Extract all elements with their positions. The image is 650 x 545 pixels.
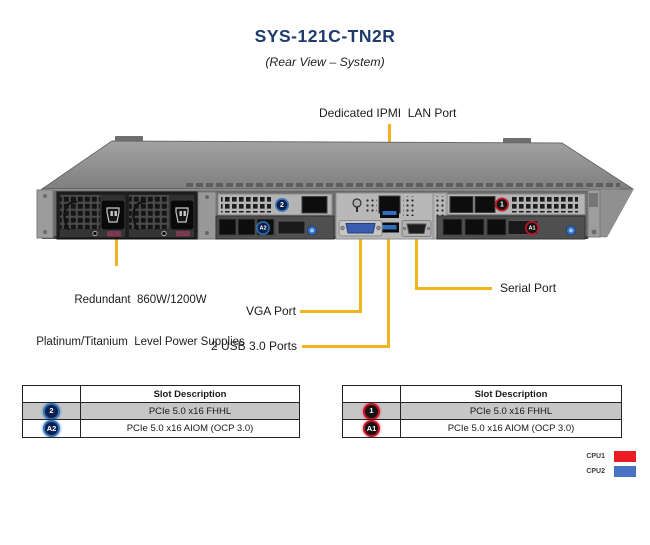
aiom-slot-a1 xyxy=(436,215,586,240)
vga-leader-line-h xyxy=(300,310,362,313)
badge-slot-2: 2 xyxy=(45,404,58,418)
callout-power-supplies-line2: Platinum/Titanium Level Power Supplies xyxy=(36,336,245,348)
callout-serial-port: Serial Port xyxy=(500,281,557,295)
motherboard-io-plate xyxy=(335,192,434,240)
cpu2-color-swatch xyxy=(614,466,636,477)
psu-leader-line xyxy=(115,237,118,266)
callout-power-supplies-line1: Redundant 860W/1200W xyxy=(74,294,207,306)
usb-leader-line-h xyxy=(302,345,390,348)
legend-item-cpu1: CPU1 xyxy=(563,449,636,464)
aiom-slot-a2 xyxy=(215,215,335,240)
divider-bracket xyxy=(197,191,217,240)
svg-text:A1: A1 xyxy=(528,226,535,232)
legend-label-cpu2: CPU2 xyxy=(586,468,605,475)
table-left-header: Slot Description xyxy=(80,386,299,403)
psu2-handle xyxy=(132,200,147,231)
legend-label-cpu1: CPU1 xyxy=(586,453,605,460)
chassis-top xyxy=(40,136,635,238)
serial-leader-line-h xyxy=(415,287,492,290)
power-supply-2 xyxy=(127,193,196,239)
vga-port xyxy=(338,220,383,237)
table-left-row2-desc: PCIe 5.0 x16 AIOM (OCP 3.0) xyxy=(80,420,299,437)
server-rear-illustration: 2 A2 1 A1 xyxy=(36,136,635,240)
callout-ipmi-lan-port: Dedicated IPMI LAN Port xyxy=(319,106,457,120)
right-mounting-ear xyxy=(587,189,601,238)
table-left-corner-cell xyxy=(23,386,80,403)
badge-slot-1: 1 xyxy=(365,404,378,418)
slot1-lan-port-2 xyxy=(474,196,496,213)
table-right-row1-badge-cell: 1 xyxy=(343,403,400,420)
power-supply-bay xyxy=(56,191,198,240)
slot-table-right: Slot Description 1 PCIe 5.0 x16 FHHL A1 … xyxy=(342,385,622,438)
svg-text:A2: A2 xyxy=(259,226,266,232)
psu1-led xyxy=(92,230,98,237)
cpu-legend: CPU1 CPU2 xyxy=(563,449,636,479)
a1-lan-port-2 xyxy=(464,218,485,236)
uid-button xyxy=(352,198,362,208)
top-vent-strip xyxy=(185,182,620,190)
usb3-port-1 xyxy=(380,208,399,218)
pcie-slot-2 xyxy=(217,193,333,216)
a2-lan-port-1 xyxy=(218,218,237,236)
table-left-row1-desc: PCIe 5.0 x16 FHHL xyxy=(80,403,299,420)
badge-slot-a2: A2 xyxy=(45,422,58,435)
a2-lan-port-2 xyxy=(237,218,256,236)
slot2-lan-port xyxy=(301,196,328,214)
table-left-row2-badge-cell: A2 xyxy=(23,420,80,437)
callout-power-supplies: Redundant 860W/1200W Platinum/Titanium L… xyxy=(18,265,263,377)
table-left-row1-badge-cell: 2 xyxy=(23,403,80,420)
usb-leader-line-v xyxy=(387,233,390,348)
vga-leader-line-v xyxy=(359,236,362,313)
psu2-led xyxy=(161,230,167,237)
callout-vga-port: VGA Port xyxy=(245,304,296,318)
left-mounting-ear xyxy=(36,189,54,239)
usb3-port-2 xyxy=(380,222,399,233)
slot1-lan-port-1 xyxy=(449,196,474,213)
a1-lan-port-1 xyxy=(442,218,463,236)
pcie-slot-1 xyxy=(446,193,586,215)
table-right-row2-desc: PCIe 5.0 x16 AIOM (OCP 3.0) xyxy=(400,420,621,437)
badge-slot-a1: A1 xyxy=(365,422,378,435)
serial-leader-line-v xyxy=(415,237,418,290)
table-right-row1-desc: PCIe 5.0 x16 FHHL xyxy=(400,403,621,420)
psu1-handle xyxy=(63,200,78,231)
cpu1-color-swatch xyxy=(614,451,636,462)
a2-sfp-port xyxy=(277,220,306,235)
table-right-row2-badge-cell: A1 xyxy=(343,420,400,437)
server-badge-slot1: 1 xyxy=(495,197,509,212)
slot-table-left: Slot Description 2 PCIe 5.0 x16 FHHL A2 … xyxy=(22,385,300,438)
table-right-header: Slot Description xyxy=(400,386,621,403)
svg-text:1: 1 xyxy=(500,202,504,209)
table-right-corner-cell xyxy=(343,386,400,403)
callout-usb-ports: 2 USB 3.0 Ports xyxy=(210,339,297,353)
server-badge-aiom-a2: A2 xyxy=(256,221,270,235)
page-subtitle: (Rear View – System) xyxy=(265,55,385,69)
power-supply-1 xyxy=(58,193,127,239)
server-badge-aiom-a1: A1 xyxy=(525,221,539,235)
legend-item-cpu2: CPU2 xyxy=(563,464,636,479)
svg-text:2: 2 xyxy=(280,202,284,209)
a1-lan-port-3 xyxy=(486,218,507,236)
psu1-latch xyxy=(107,231,121,237)
page-title: SYS-121C-TN2R xyxy=(254,26,396,46)
serial-port xyxy=(401,220,432,237)
slot2-vent-grille xyxy=(221,196,271,213)
psu2-latch xyxy=(176,231,190,237)
server-badge-slot2: 2 xyxy=(275,198,289,212)
slot1-vent-grille xyxy=(512,196,578,213)
